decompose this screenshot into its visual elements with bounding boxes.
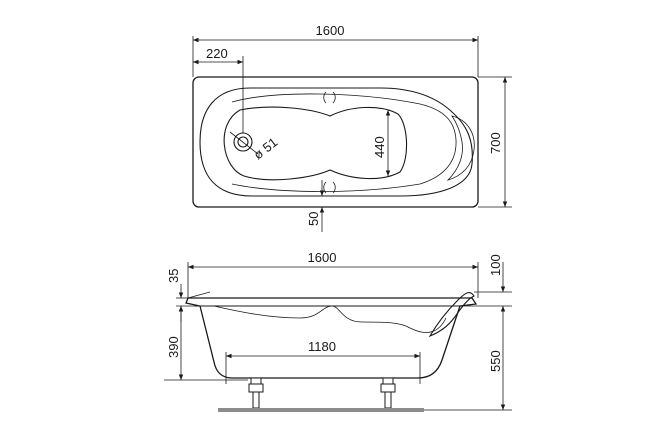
dim-top-length-label: 1600 xyxy=(316,23,345,38)
dim-side-length: 1600 xyxy=(187,250,479,298)
drain-leader-line xyxy=(229,131,259,155)
tub-outer-rim xyxy=(192,76,479,208)
top-view: 1600 220 ø 51 440 700 50 xyxy=(192,23,512,232)
dim-rim-edge-label: 50 xyxy=(306,212,321,226)
dim-drain-offset: 220 xyxy=(193,46,244,133)
dim-overall-width-label: 700 xyxy=(488,132,503,154)
tub-side-inner-contour xyxy=(213,305,447,333)
dim-depth-label: 390 xyxy=(166,336,181,358)
dim-headrest-label: 100 xyxy=(488,254,503,276)
dim-rim-height: 35 xyxy=(166,269,198,322)
grip-handle-top xyxy=(323,91,336,104)
dim-rim-edge: 50 xyxy=(306,180,325,232)
leg-right xyxy=(380,377,396,409)
grip-handle-bottom xyxy=(323,181,336,194)
floor-plate xyxy=(218,408,424,412)
dim-depth: 390 xyxy=(164,306,248,381)
tub-side-left-lip xyxy=(187,291,211,299)
dim-overall-width: 700 xyxy=(478,76,512,208)
tub-side-headrest xyxy=(428,291,475,338)
dim-total-height-label: 550 xyxy=(488,350,503,372)
dim-side-length-label: 1600 xyxy=(308,250,337,265)
tub-side-body xyxy=(185,297,478,379)
dim-leg-spacing-label: 1180 xyxy=(308,339,336,354)
dim-drain-diameter-label: ø 51 xyxy=(251,135,281,163)
dim-total-height: 550 xyxy=(424,306,512,411)
tub-headrest-swirl xyxy=(446,115,475,181)
tub-inner-basin xyxy=(199,87,473,197)
dim-inner-width: 440 xyxy=(372,110,391,176)
leg-left xyxy=(248,377,264,409)
dim-drain-offset-label: 220 xyxy=(206,46,228,61)
tub-armrest-contour xyxy=(231,93,457,192)
dim-top-length: 1600 xyxy=(192,23,479,77)
dim-rim-height-label: 35 xyxy=(166,269,181,283)
dim-leg-spacing: 1180 xyxy=(225,339,421,384)
dim-inner-width-label: 440 xyxy=(372,136,387,158)
tub-body-contour xyxy=(223,106,408,181)
side-view: 1600 35 390 1180 100 xyxy=(164,250,512,412)
